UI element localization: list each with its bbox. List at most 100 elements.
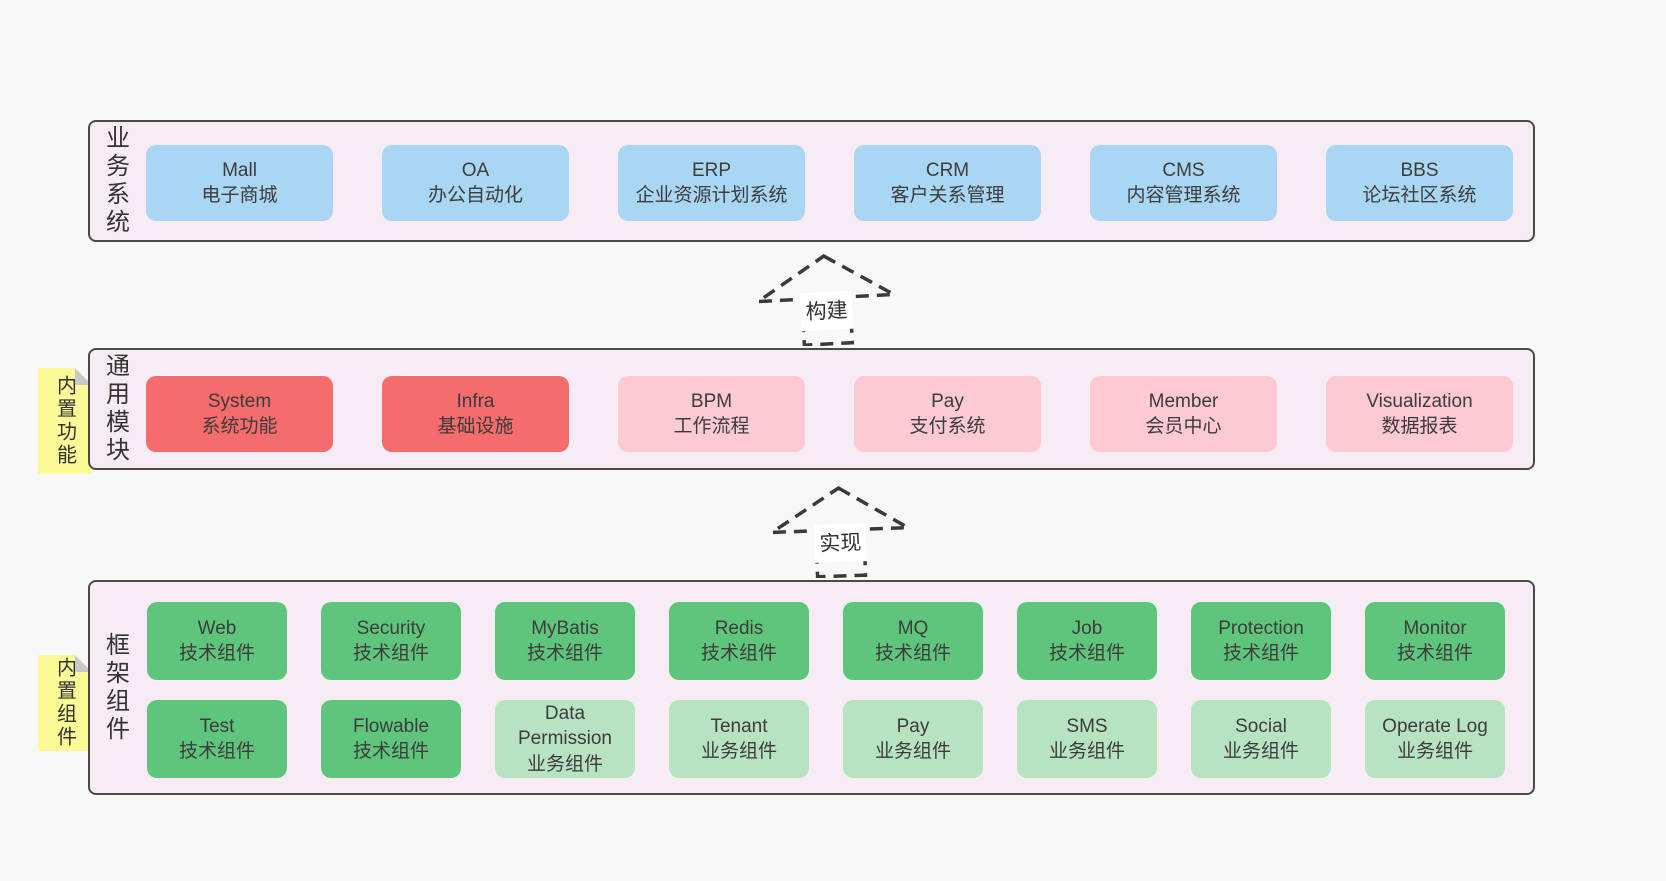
box-subtitle: 业务组件	[526, 753, 603, 775]
box-subtitle: 支付系统	[909, 416, 986, 437]
panel-label-common-modules: 通用模块	[101, 353, 129, 465]
box-subtitle: 电子商城	[201, 185, 278, 206]
box-title: Job	[1071, 617, 1103, 639]
panel-common-modules: 通用模块 System 系统功能 Infra 基础设施 BPM 工作流程 Pay 支付系统 Me…	[88, 348, 1535, 470]
box-subtitle: 业务组件	[700, 741, 777, 762]
box-subtitle: 技术组件	[352, 643, 429, 664]
box-erp: ERP 企业资源计划系统	[618, 145, 805, 221]
box-title: Data Permission	[518, 703, 612, 750]
box-title: Pay	[931, 390, 964, 412]
box-subtitle: 系统功能	[201, 416, 278, 437]
box-subtitle: 企业资源计划系统	[635, 185, 788, 206]
box-infra: Infra 基础设施	[382, 376, 569, 452]
box-title: ERP	[691, 159, 732, 181]
arrow-label: 实现	[819, 531, 862, 555]
box-data-permission: Data Permission 业务组件	[495, 700, 635, 778]
box-title: Member	[1148, 390, 1219, 412]
box-subtitle: 工作流程	[673, 416, 750, 437]
box-subtitle: 业务组件	[874, 741, 951, 762]
box-title: Monitor	[1403, 617, 1467, 639]
arrow-label-background	[813, 523, 868, 563]
box-subtitle: 技术组件	[178, 741, 255, 762]
box-bpm: BPM 工作流程	[618, 376, 805, 452]
box-title: MQ	[897, 617, 929, 639]
box-subtitle: 技术组件	[1048, 643, 1125, 664]
panel-label-business-systems: 业务系统	[101, 125, 129, 237]
box-subtitle: 办公自动化	[427, 185, 523, 206]
box-subtitle: 技术组件	[700, 643, 777, 664]
box-title: Infra	[456, 390, 495, 412]
arrow-label: 构建	[805, 299, 848, 324]
box-title: Web	[197, 617, 237, 639]
box-subtitle: 客户关系管理	[890, 185, 1005, 206]
box-subtitle: 技术组件	[1396, 643, 1473, 664]
box-visualization: Visualization 数据报表	[1326, 376, 1513, 452]
box-subtitle: 基础设施	[437, 416, 514, 437]
box-mall: Mall 电子商城	[146, 145, 333, 221]
framework-components-row-2: Test 技术组件 Flowable 技术组件 Data Permission 业务组件 T…	[147, 700, 1505, 778]
box-title: Test	[199, 715, 235, 737]
box-title: Flowable	[352, 715, 430, 737]
box-subtitle: 业务组件	[1396, 741, 1473, 762]
box-title: BPM	[690, 390, 733, 412]
box-title: Operate Log	[1382, 715, 1488, 737]
box-member: Member 会员中心	[1090, 376, 1277, 452]
box-bbs: BBS 论坛社区系统	[1326, 145, 1513, 221]
box-web: Web 技术组件	[147, 602, 287, 680]
box-social: Social 业务组件	[1191, 700, 1331, 778]
box-protection: Protection 技术组件	[1191, 602, 1331, 680]
build-arrow-icon: 构建	[754, 254, 898, 346]
box-flowable: Flowable 技术组件	[321, 700, 461, 778]
panel-business-systems: 业务系统 Mall 电子商城 OA 办公自动化 ERP 企业资源计划系统 CRM 客户关系管理…	[88, 120, 1535, 242]
box-test: Test 技术组件	[147, 700, 287, 778]
box-title: Redis	[714, 617, 764, 639]
box-subtitle: 技术组件	[178, 643, 255, 664]
box-title: MyBatis	[531, 617, 599, 639]
box-pay: Pay 支付系统	[854, 376, 1041, 452]
box-mybatis: MyBatis 技术组件	[495, 602, 635, 680]
box-title: Pay	[896, 715, 930, 737]
box-title: Protection	[1218, 617, 1304, 639]
box-subtitle: 会员中心	[1145, 416, 1222, 437]
box-subtitle: 技术组件	[526, 643, 603, 664]
sticky-note-built-in-features: 内置功能	[38, 368, 92, 474]
box-title: SMS	[1066, 715, 1108, 737]
box-title: BBS	[1400, 159, 1439, 181]
box-subtitle: 技术组件	[1222, 643, 1299, 664]
box-title: Visualization	[1366, 390, 1473, 412]
box-sms: SMS 业务组件	[1017, 700, 1157, 778]
panel-label-framework-components: 框架组件	[101, 631, 129, 744]
box-system: System 系统功能	[146, 376, 333, 452]
box-title: System	[207, 390, 272, 412]
box-title: OA	[461, 159, 490, 181]
box-title: Tenant	[710, 715, 768, 737]
box-crm: CRM 客户关系管理	[854, 145, 1041, 221]
box-subtitle: 内容管理系统	[1126, 185, 1241, 206]
implement-arrow-icon: 实现	[768, 485, 912, 578]
box-oa: OA 办公自动化	[382, 145, 569, 221]
box-title: CMS	[1162, 159, 1205, 181]
box-subtitle: 技术组件	[352, 741, 429, 762]
box-title: Mall	[222, 159, 257, 181]
box-subtitle: 技术组件	[874, 643, 951, 664]
box-monitor: Monitor 技术组件	[1365, 602, 1505, 680]
box-title: CRM	[925, 159, 970, 181]
box-subtitle: 业务组件	[1222, 741, 1299, 762]
box-subtitle: 数据报表	[1381, 416, 1458, 437]
box-pay: Pay 业务组件	[843, 700, 983, 778]
box-job: Job 技术组件	[1017, 602, 1157, 680]
sticky-note-label: 内置功能	[53, 375, 76, 467]
box-operate-log: Operate Log 业务组件	[1365, 700, 1505, 778]
sticky-note-built-in-components: 内置组件	[38, 655, 92, 751]
box-redis: Redis 技术组件	[669, 602, 809, 680]
box-title: Social	[1235, 715, 1287, 737]
arrow-label-background	[799, 290, 854, 332]
box-subtitle: 业务组件	[1048, 741, 1125, 762]
box-subtitle: 论坛社区系统	[1362, 185, 1477, 206]
sticky-note-label: 内置组件	[53, 657, 76, 749]
box-cms: CMS 内容管理系统	[1090, 145, 1277, 221]
